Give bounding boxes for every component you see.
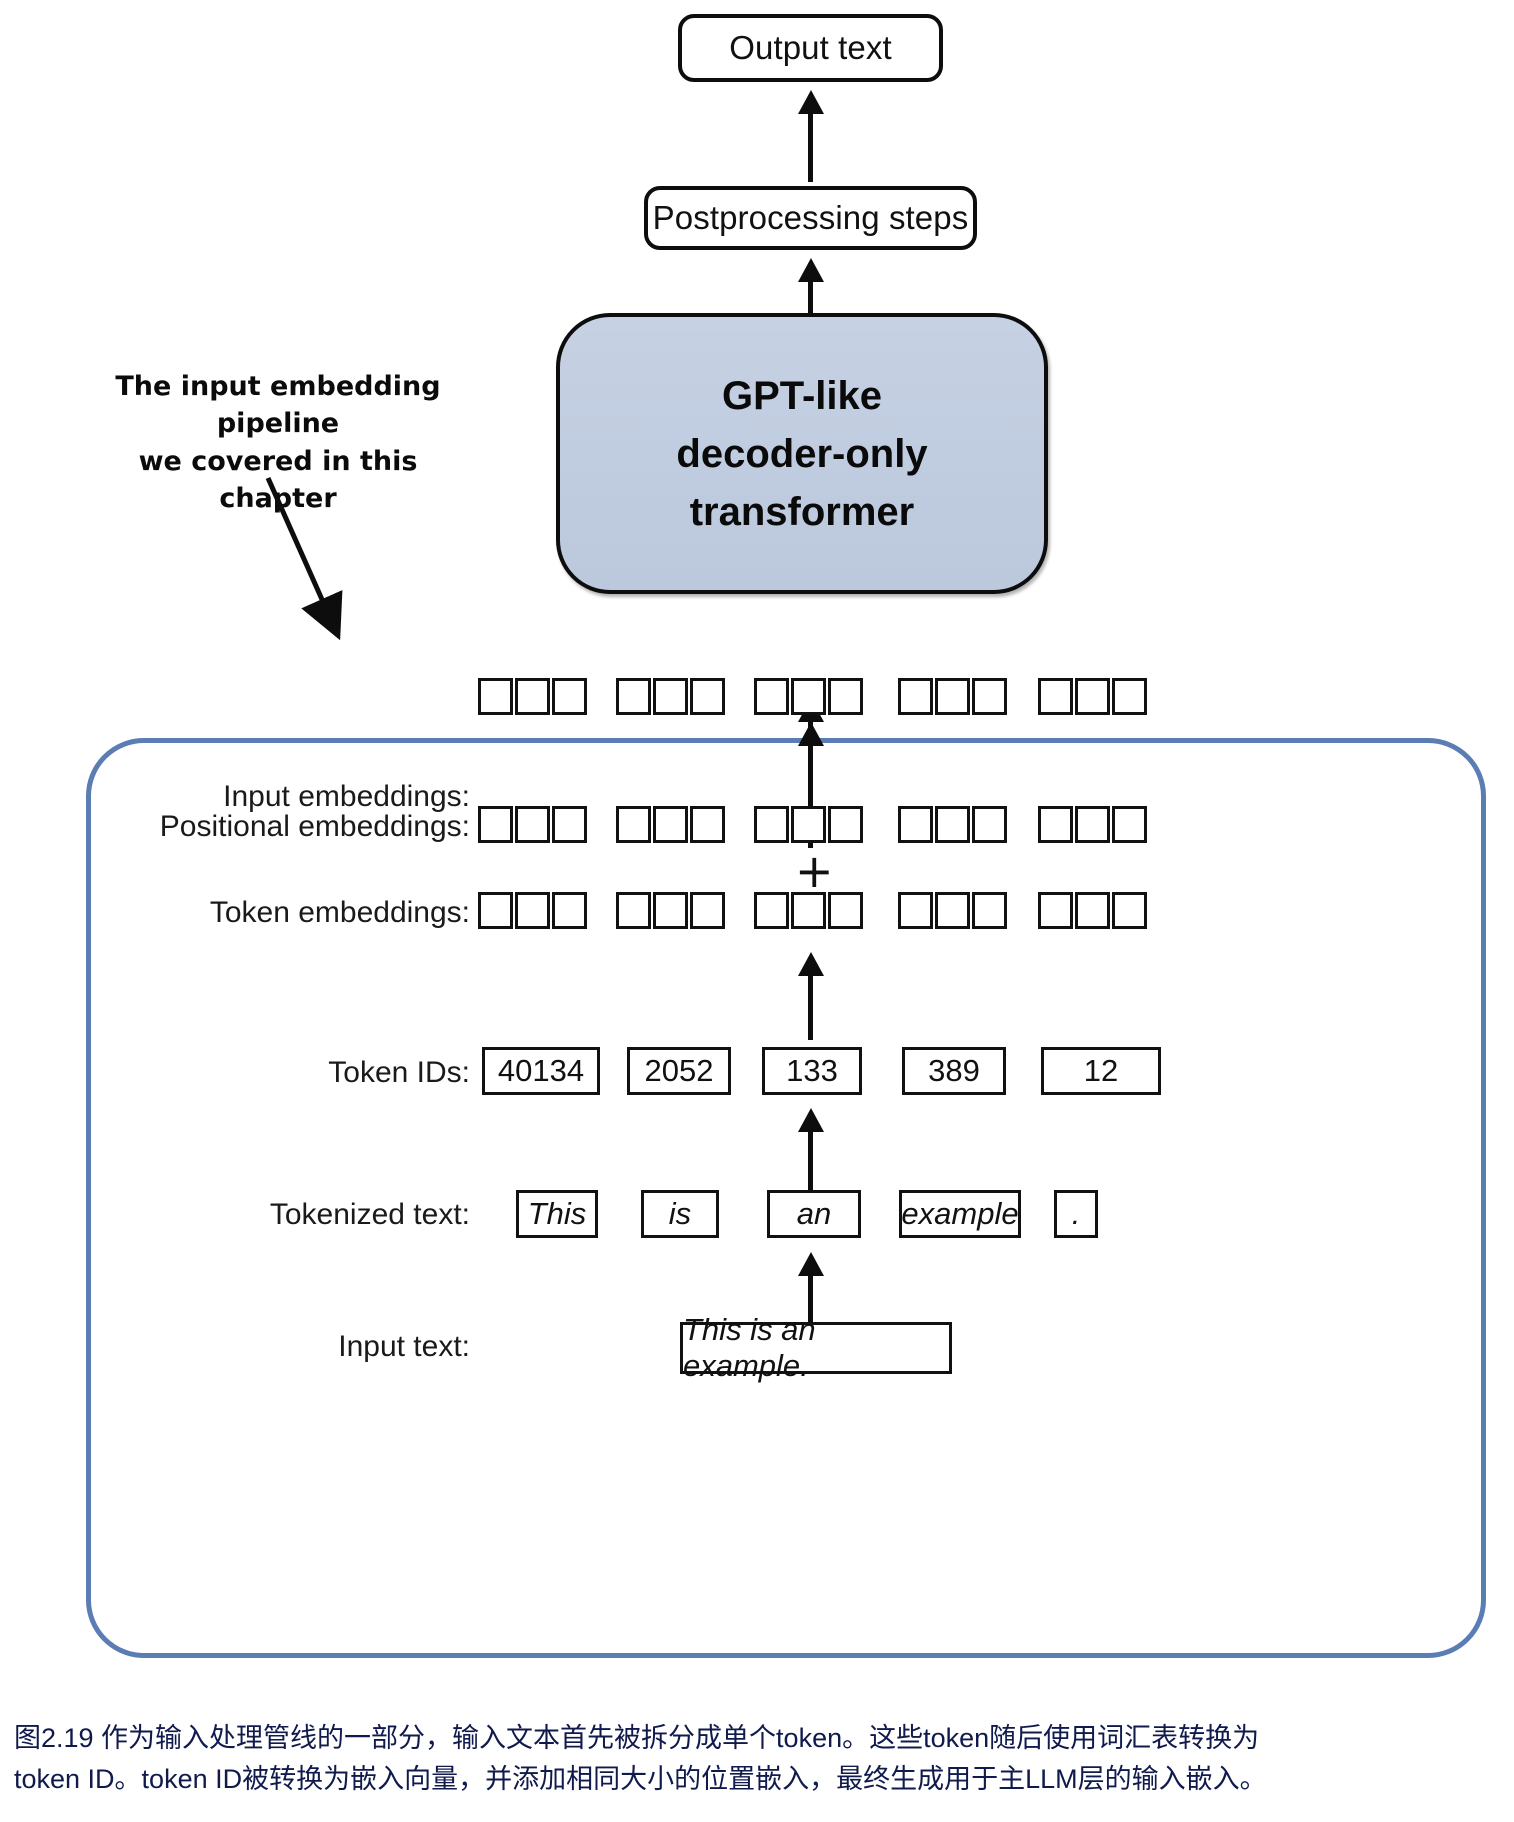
embedding-cell [690,806,725,843]
token-embedding-group-2 [616,892,725,929]
caption-line-2: token ID。token ID被转换为嵌入向量，并添加相同大小的位置嵌入，最… [14,1764,1267,1795]
figure-caption: 图2.19 作为输入处理管线的一部分，输入文本首先被拆分成单个token。这些t… [14,1718,1506,1800]
embedding-cell [515,678,550,715]
embedding-cell [478,678,513,715]
embedding-cell [616,892,651,929]
embedding-cell [653,892,688,929]
embedding-cell [616,806,651,843]
embedding-cell [616,678,651,715]
arrow-postprocessing-to-output [808,110,813,182]
token-embedding-group-3 [754,892,863,929]
positional-embedding-group-1 [478,806,587,843]
token-id-box-4: 389 [902,1047,1006,1095]
embedding-cell [1038,806,1073,843]
output-text-box: Output text [678,14,943,82]
embedding-cell [1038,892,1073,929]
input-embedding-pipeline-container [86,738,1486,1658]
embedding-cell [791,806,826,843]
embedding-cell [935,892,970,929]
embedding-cell [1112,678,1147,715]
embedding-cell [791,678,826,715]
embedding-cell [828,678,863,715]
embedding-cell [935,806,970,843]
embedding-cell [653,678,688,715]
row-label-input-embeddings: Input embeddings: [223,780,470,813]
embedding-cell [898,678,933,715]
positional-embedding-group-3 [754,806,863,843]
row-label-token-embeddings: Token embeddings: [209,896,470,929]
arrow-input-text-to-tokens [808,1272,813,1338]
row-label-tokenized-text: Tokenized text: [269,1198,470,1231]
embedding-cell [754,678,789,715]
token-box-2: is [641,1190,719,1238]
embedding-cell [828,806,863,843]
embedding-cell [972,678,1007,715]
embedding-cell [478,806,513,843]
input-text-box: This is an example. [680,1312,952,1383]
embedding-cell [1075,806,1110,843]
row-label-input-text: Input text: [338,1330,470,1363]
embedding-cell [690,678,725,715]
embedding-cell [552,892,587,929]
gpt-line-2: decoder-only [676,431,928,476]
postprocessing-steps-box: Postprocessing steps [644,186,977,250]
postprocessing-label: Postprocessing steps [652,199,969,236]
input-embedding-group-1 [478,678,587,715]
embedding-cell [972,806,1007,843]
output-text-label: Output text [729,29,892,66]
arrow-tokens-to-token-ids [808,1128,813,1198]
plus-sign: + [795,844,834,898]
gpt-transformer-box: GPT-like decoder-only transformer [556,313,1048,594]
gpt-transformer-label: GPT-like decoder-only transformer [676,367,927,541]
embedding-cell [898,892,933,929]
arrow-sum-to-input-embeddings [808,742,813,814]
embedding-cell [552,806,587,843]
embedding-cell [754,806,789,843]
input-embedding-group-4 [898,678,1007,715]
embedding-cell [653,806,688,843]
embedding-cell [515,806,550,843]
row-label-positional-embeddings: Positional embeddings: [159,810,470,843]
annotation-line-1: The input embedding pipeline [115,371,441,440]
embedding-cell [828,892,863,929]
embedding-cell [1075,678,1110,715]
embedding-cell [478,892,513,929]
token-id-box-5: 12 [1041,1047,1161,1095]
embedding-cell [1112,806,1147,843]
positional-embedding-group-2 [616,806,725,843]
annotation-pointer-arrow [265,476,343,641]
embedding-cell [898,806,933,843]
embedding-cell [935,678,970,715]
token-embedding-group-4 [898,892,1007,929]
token-box-5: . [1054,1190,1098,1238]
input-embedding-group-2 [616,678,725,715]
embedding-cell [690,892,725,929]
embedding-cell [1112,892,1147,929]
token-box-4: example [899,1190,1021,1238]
positional-embedding-group-4 [898,806,1007,843]
input-embedding-group-5 [1038,678,1147,715]
token-embedding-group-5 [1038,892,1147,929]
embedding-cell [1038,678,1073,715]
embedding-cell [515,892,550,929]
embedding-cell [754,892,789,929]
token-box-1: This [516,1190,598,1238]
positional-embedding-group-5 [1038,806,1147,843]
gpt-line-3: transformer [689,489,915,534]
input-embedding-group-3 [754,678,863,715]
embedding-cell [972,892,1007,929]
gpt-line-1: GPT-like [721,373,883,418]
row-label-token-ids: Token IDs: [328,1056,470,1089]
token-id-box-1: 40134 [482,1047,600,1095]
embedding-cell [791,892,826,929]
arrow-token-ids-to-token-embeddings [808,972,813,1040]
token-embedding-group-1 [478,892,587,929]
token-id-box-2: 2052 [627,1047,731,1095]
caption-line-1: 图2.19 作为输入处理管线的一部分，输入文本首先被拆分成单个token。这些t… [14,1723,1260,1753]
token-box-3: an [767,1190,861,1238]
token-id-box-3: 133 [762,1047,862,1095]
embedding-cell [552,678,587,715]
embedding-cell [1075,892,1110,929]
